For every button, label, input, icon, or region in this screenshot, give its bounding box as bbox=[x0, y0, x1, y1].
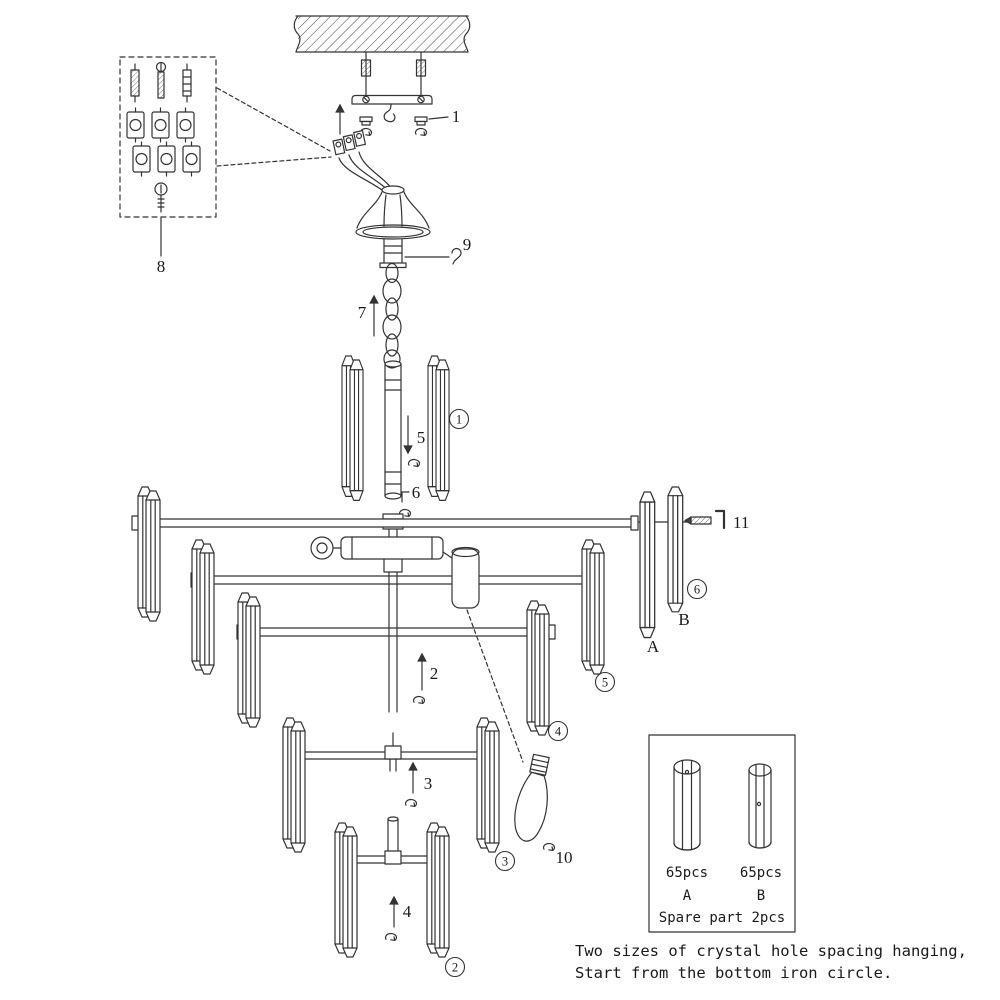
main-tier-stack bbox=[131, 486, 690, 736]
step-circles: 1 2 3 4 5 6 bbox=[444, 408, 708, 978]
set-screw-part-11 bbox=[684, 509, 726, 530]
callout-9: 9 bbox=[463, 235, 472, 254]
crystal-label-b: B bbox=[678, 610, 689, 629]
spare-label-a: A bbox=[683, 888, 692, 904]
hardware-kit-box bbox=[119, 56, 332, 257]
crystal-label-a: A bbox=[647, 637, 660, 656]
rotate-arrow-icon bbox=[404, 798, 418, 808]
bolt-icon bbox=[155, 61, 167, 99]
spare-crystal-b bbox=[748, 763, 772, 849]
callout-6-mark bbox=[401, 491, 410, 503]
ceiling-anchor-bolts bbox=[360, 51, 427, 96]
footer-line-1: Two sizes of crystal hole spacing hangin… bbox=[575, 942, 967, 960]
wire-connectors bbox=[332, 130, 394, 194]
rotate-arrow-icon bbox=[407, 458, 421, 467]
spare-note: Spare part 2pcs bbox=[659, 910, 785, 926]
s-hook-icon bbox=[451, 247, 462, 265]
crystal-piece bbox=[534, 604, 550, 736]
crystal-piece bbox=[589, 543, 605, 675]
step-circle-5: 5 bbox=[602, 676, 608, 690]
callout-3: 3 bbox=[424, 774, 433, 793]
ceiling-hook-icon bbox=[383, 103, 396, 123]
crystal-piece bbox=[484, 721, 500, 853]
mounting-bracket bbox=[351, 94, 433, 123]
crystal-piece bbox=[342, 826, 358, 958]
crystal-piece bbox=[290, 721, 306, 853]
rotate-arrow-icon bbox=[384, 932, 398, 942]
bulb-leader bbox=[466, 609, 524, 763]
footer-note: Two sizes of crystal hole spacing hangin… bbox=[575, 942, 967, 982]
callout-10: 10 bbox=[556, 848, 573, 867]
step-circle-2: 2 bbox=[452, 961, 458, 975]
center-tube bbox=[384, 360, 402, 500]
socket-assembly bbox=[310, 536, 524, 763]
crystal-piece bbox=[245, 596, 261, 728]
step-circle-4: 4 bbox=[555, 725, 562, 739]
spare-parts-box: 65pcs 65pcs A B Spare part 2pcs bbox=[648, 734, 796, 933]
hook-part-9 bbox=[404, 247, 462, 265]
callout-labels: 1 8 9 7 5 6 2 3 4 10 11 A B bbox=[157, 107, 750, 921]
crystal-b-piece bbox=[667, 486, 684, 613]
terminal-blocks bbox=[126, 107, 201, 177]
callout-4: 4 bbox=[403, 902, 412, 921]
crystal-piece bbox=[145, 490, 161, 622]
callout-2: 2 bbox=[430, 664, 439, 683]
tier-4-assembly bbox=[282, 717, 500, 853]
spare-count-a: 65pcs bbox=[666, 865, 708, 881]
chain bbox=[382, 262, 402, 369]
callout-6: 6 bbox=[412, 483, 421, 502]
rotate-arrow-icon bbox=[412, 695, 426, 705]
light-bulb bbox=[514, 753, 550, 842]
allen-key-icon bbox=[714, 509, 726, 530]
callout-1: 1 bbox=[452, 107, 461, 126]
anchor-sleeve-icon bbox=[182, 63, 192, 103]
screw-anchor-icon bbox=[130, 63, 140, 103]
crystal-piece bbox=[349, 359, 364, 502]
spare-count-b: 65pcs bbox=[740, 865, 782, 881]
callout-11: 11 bbox=[733, 513, 749, 532]
crystal-piece bbox=[199, 543, 215, 675]
rotate-arrow-icon bbox=[414, 127, 428, 136]
tier-5-assembly bbox=[334, 816, 450, 958]
spare-crystal-a bbox=[673, 759, 701, 851]
crystal-a-piece bbox=[639, 491, 656, 639]
callout-8: 8 bbox=[157, 257, 166, 276]
callout-5: 5 bbox=[417, 428, 426, 447]
step-circle-6: 6 bbox=[694, 583, 700, 597]
step-circle-1: 1 bbox=[456, 413, 462, 427]
crystal-piece bbox=[435, 359, 450, 502]
rotate-arrow-icon bbox=[542, 842, 556, 852]
ceiling bbox=[293, 15, 471, 53]
spare-label-b: B bbox=[757, 888, 765, 904]
step-circle-3: 3 bbox=[502, 855, 508, 869]
tier-1-assembly bbox=[341, 355, 450, 530]
callout-1-leader bbox=[428, 116, 449, 120]
lock-nuts bbox=[359, 116, 449, 136]
canopy bbox=[355, 185, 431, 269]
screw-icon bbox=[154, 182, 168, 213]
footer-line-2: Start from the bottom iron circle. bbox=[575, 964, 892, 982]
callout-7: 7 bbox=[358, 303, 367, 322]
crystal-piece bbox=[434, 826, 450, 958]
crystal-a-b-exploded bbox=[639, 486, 684, 639]
